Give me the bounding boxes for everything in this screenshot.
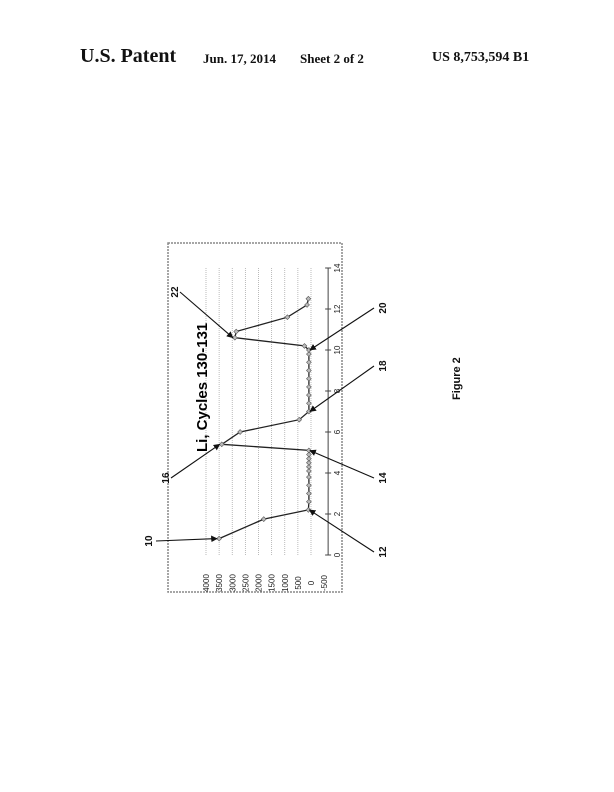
data-point-marker — [232, 334, 238, 341]
data-point-marker — [306, 455, 312, 462]
y-tick-label: 500 — [294, 576, 303, 590]
reference-numeral-22: 22 — [170, 286, 181, 298]
y-tick-label: -500 — [320, 574, 329, 591]
data-point-marker — [306, 375, 312, 382]
data-point-marker — [218, 441, 225, 448]
data-point-marker — [306, 384, 312, 390]
data-point-marker — [306, 490, 312, 497]
patent-header-title: U.S. Patent — [80, 45, 177, 67]
sheet-number: Sheet 2 of 2 — [300, 51, 364, 66]
patent-number: US 8,753,594 B1 — [432, 50, 530, 65]
data-point-marker — [306, 468, 312, 474]
reference-numeral-14: 14 — [378, 472, 389, 484]
x-axis — [325, 267, 332, 556]
data-point-marker — [306, 359, 312, 366]
data-point-marker — [260, 516, 267, 522]
data-point-marker — [306, 464, 312, 470]
data-point-marker — [306, 392, 312, 398]
y-axis-tick-labels: 4000 3500 3000 2500 2000 1500 1000 500 0 -500 — [202, 574, 329, 592]
data-point-marker — [306, 367, 312, 374]
y-tick-label: 4000 — [202, 574, 211, 592]
data-point-marker — [306, 498, 312, 505]
chart-frame — [167, 242, 343, 593]
x-tick-label: 0 — [333, 552, 342, 557]
y-tick-label: 1500 — [268, 574, 277, 592]
data-point-marker — [284, 314, 291, 321]
x-axis-tick-labels: 0 2 4 6 8 10 12 14 — [333, 263, 342, 557]
y-tick-label: 2500 — [241, 574, 250, 592]
reference-numeral-12: 12 — [378, 546, 389, 558]
data-point-marker — [304, 302, 310, 308]
y-tick-label: 3000 — [228, 574, 237, 592]
data-point-marker — [305, 295, 312, 302]
data-point-marker — [237, 429, 243, 435]
reference-numeral-16: 16 — [161, 472, 172, 484]
y-tick-label: 1000 — [281, 574, 290, 592]
data-point-marker — [306, 400, 312, 407]
data-point-marker — [233, 328, 240, 335]
x-tick-label: 12 — [333, 304, 342, 313]
x-tick-label: 6 — [333, 429, 342, 434]
data-point-marker — [306, 459, 312, 466]
y-tick-label: 3500 — [215, 574, 224, 592]
x-tick-label: 2 — [333, 511, 342, 516]
data-point-marker — [301, 343, 308, 349]
reference-numeral-18: 18 — [378, 360, 389, 372]
data-point-markers — [216, 295, 312, 542]
patent-date: Jun. 17, 2014 — [203, 51, 276, 66]
data-point-marker — [306, 351, 312, 357]
x-tick-label: 10 — [333, 345, 342, 354]
chart-title: Li, Cycles 130-131 — [194, 323, 211, 452]
figure-caption: Figure 2 — [451, 357, 463, 400]
x-tick-label: 4 — [333, 470, 342, 475]
y-tick-label: 2000 — [255, 574, 264, 592]
data-point-marker — [306, 482, 312, 489]
data-point-marker — [306, 474, 312, 480]
data-point-marker — [296, 416, 303, 423]
reference-numeral-10: 10 — [144, 535, 155, 547]
x-tick-label: 8 — [333, 388, 342, 393]
x-tick-label: 14 — [333, 263, 342, 272]
data-point-marker — [216, 535, 222, 542]
reference-numeral-20: 20 — [378, 302, 389, 314]
y-tick-label: 0 — [307, 580, 316, 585]
